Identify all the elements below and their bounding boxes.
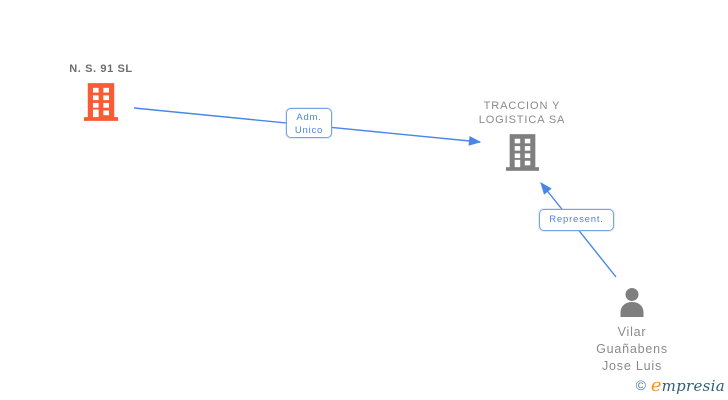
brand-watermark: ©empresia	[636, 375, 725, 396]
person-name-line1: Vilar	[617, 325, 647, 339]
company2-node[interactable]	[506, 134, 539, 176]
person-icon	[620, 288, 644, 317]
person-name-line3: Jose Luis	[601, 359, 662, 373]
brand-name-rest: mpresia	[661, 377, 725, 395]
person-node[interactable]	[616, 287, 648, 324]
building-icon	[506, 134, 539, 171]
person-name[interactable]: Vilar Guañabens Jose Luis	[572, 324, 692, 375]
building-icon	[84, 83, 118, 121]
edge-label-adm-line1: Adm.	[296, 112, 322, 123]
company2-name-line1: TRACCION Y	[483, 100, 561, 112]
company1-name[interactable]: N. S. 91 SL	[69, 63, 133, 75]
edge-label-adm-unico: Adm. Unico	[286, 108, 332, 138]
edge-label-adm-line2: Unico	[294, 125, 324, 136]
brand-letter-e: e	[650, 375, 662, 396]
person-name-line2: Guañabens	[596, 342, 668, 356]
copyright-icon: ©	[635, 377, 646, 393]
edge-label-represent: Represent.	[539, 209, 614, 231]
company2-name[interactable]: TRACCION Y LOGISTICA SA	[451, 99, 593, 127]
company2-name-line2: LOGISTICA SA	[478, 114, 566, 126]
company1-node[interactable]	[84, 83, 118, 126]
